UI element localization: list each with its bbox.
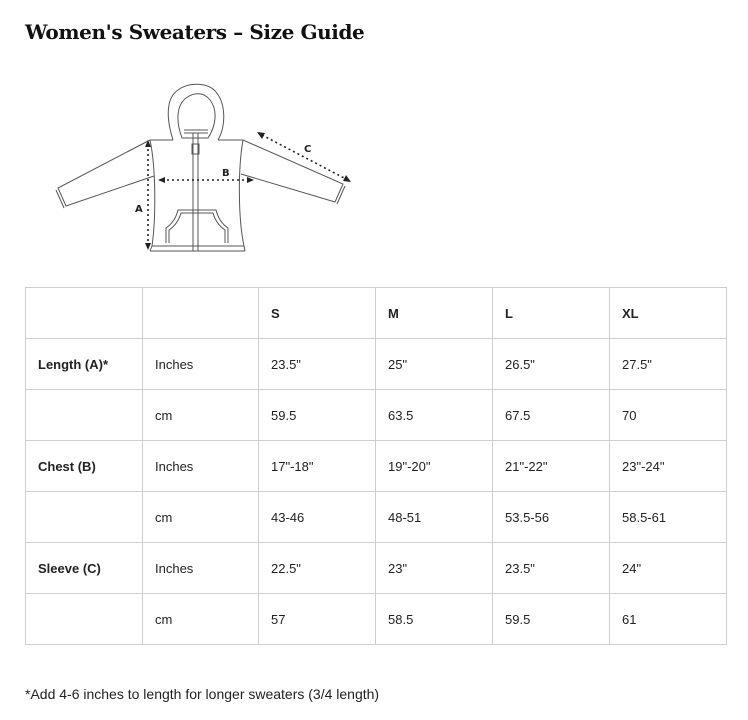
table-header-row: S M L XL xyxy=(25,287,727,339)
value-cell: 43-46 xyxy=(258,491,376,543)
size-chart-table: S M L XL Length (A)* Inches 23.5" 25" 26… xyxy=(25,287,727,645)
value-cell: 17"-18" xyxy=(258,440,376,492)
value-cell: 26.5" xyxy=(492,338,610,390)
unit-cell: Inches xyxy=(142,338,259,390)
row-label: Sleeve (C) xyxy=(25,542,143,594)
unit-cell: Inches xyxy=(142,542,259,594)
svg-text:C: C xyxy=(304,144,311,155)
footnote: *Add 4-6 inches to length for longer swe… xyxy=(25,686,380,702)
value-cell: 22.5" xyxy=(258,542,376,594)
svg-text:A: A xyxy=(135,204,143,215)
table-row: cm 59.5 63.5 67.5 70 xyxy=(25,389,727,441)
table-row: Length (A)* Inches 23.5" 25" 26.5" 27.5" xyxy=(25,338,727,390)
value-cell: 23" xyxy=(375,542,493,594)
svg-text:B: B xyxy=(222,168,230,179)
value-cell: 23.5" xyxy=(492,542,610,594)
value-cell: 70 xyxy=(609,389,727,441)
sweater-measurement-diagram-icon: A B C xyxy=(55,83,351,252)
header-cell xyxy=(25,287,143,339)
value-cell: 67.5 xyxy=(492,389,610,441)
table-row: Sleeve (C) Inches 22.5" 23" 23.5" 24" xyxy=(25,542,727,594)
row-label: Length (A)* xyxy=(25,338,143,390)
value-cell: 25" xyxy=(375,338,493,390)
page-title: Women's Sweaters – Size Guide xyxy=(25,20,365,44)
value-cell: 57 xyxy=(258,593,376,645)
value-cell: 19"-20" xyxy=(375,440,493,492)
unit-cell: cm xyxy=(142,491,259,543)
value-cell: 63.5 xyxy=(375,389,493,441)
row-label xyxy=(25,593,143,645)
row-label xyxy=(25,491,143,543)
value-cell: 59.5 xyxy=(258,389,376,441)
table-row: Chest (B) Inches 17"-18" 19"-20" 21"-22"… xyxy=(25,440,727,492)
value-cell: 23.5" xyxy=(258,338,376,390)
value-cell: 58.5 xyxy=(375,593,493,645)
value-cell: 23"-24" xyxy=(609,440,727,492)
row-label xyxy=(25,389,143,441)
value-cell: 21"-22" xyxy=(492,440,610,492)
unit-cell: Inches xyxy=(142,440,259,492)
value-cell: 53.5-56 xyxy=(492,491,610,543)
header-size-m: M xyxy=(375,287,493,339)
unit-cell: cm xyxy=(142,593,259,645)
value-cell: 48-51 xyxy=(375,491,493,543)
table-row: cm 43-46 48-51 53.5-56 58.5-61 xyxy=(25,491,727,543)
unit-cell: cm xyxy=(142,389,259,441)
value-cell: 61 xyxy=(609,593,727,645)
value-cell: 58.5-61 xyxy=(609,491,727,543)
header-size-l: L xyxy=(492,287,610,339)
value-cell: 59.5 xyxy=(492,593,610,645)
header-size-xl: XL xyxy=(609,287,727,339)
value-cell: 27.5" xyxy=(609,338,727,390)
header-cell xyxy=(142,287,259,339)
value-cell: 24" xyxy=(609,542,727,594)
table-row: cm 57 58.5 59.5 61 xyxy=(25,593,727,645)
header-size-s: S xyxy=(258,287,376,339)
row-label: Chest (B) xyxy=(25,440,143,492)
